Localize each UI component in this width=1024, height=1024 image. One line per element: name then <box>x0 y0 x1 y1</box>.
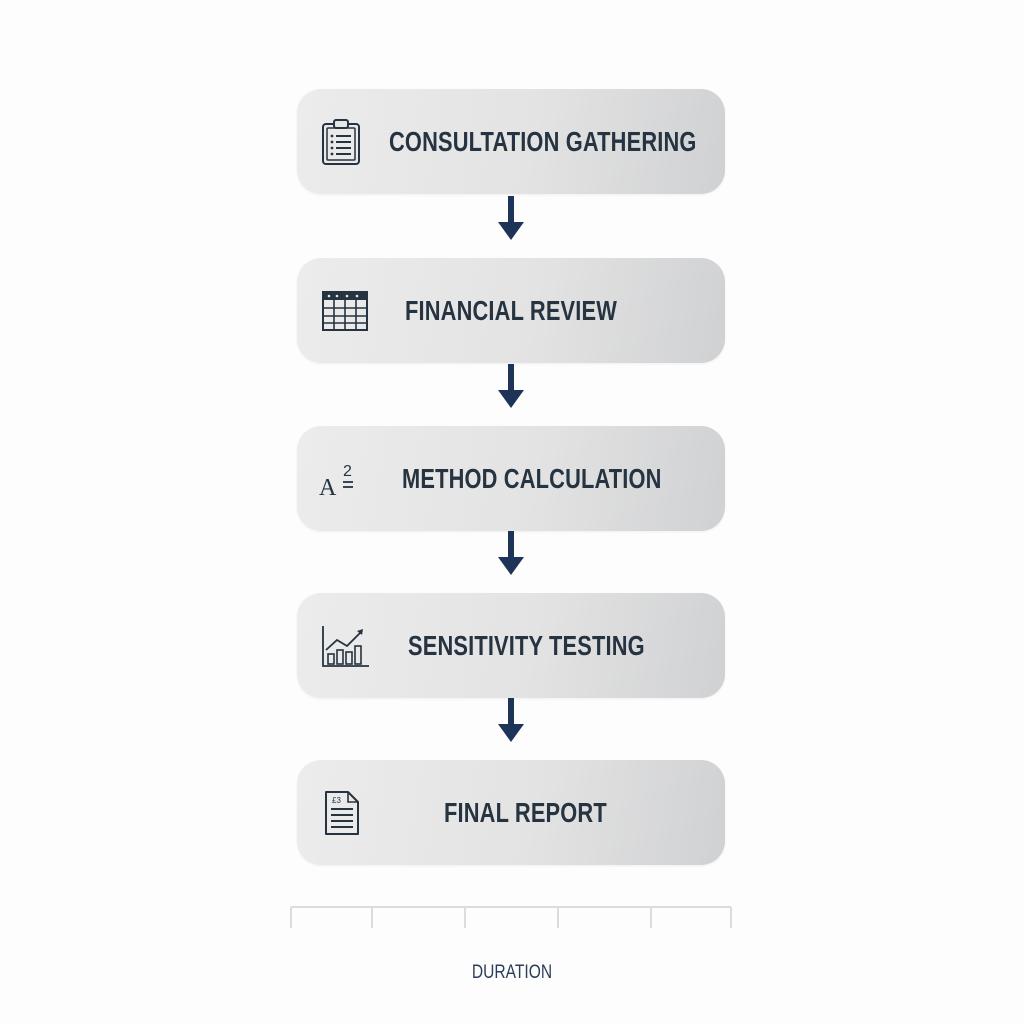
document-icon: £3 <box>325 790 359 835</box>
spreadsheet-icon <box>322 290 368 331</box>
duration-axis-label: DURATION <box>471 962 553 983</box>
step-label: SENSITIVITY TESTING <box>408 629 645 661</box>
duration-axis <box>290 906 732 928</box>
formula-icon: A 2 <box>319 463 353 499</box>
step-label: FINANCIAL REVIEW <box>405 294 618 326</box>
clipboard-icon <box>322 118 360 165</box>
step-consultation-gathering: CONSULTATION GATHERING <box>297 89 725 194</box>
growth-chart-icon <box>322 625 369 667</box>
step-financial-review: FINANCIAL REVIEW <box>297 258 725 363</box>
arrow-down-icon <box>498 364 524 408</box>
step-label: METHOD CALCULATION <box>402 462 662 494</box>
step-final-report: £3 FINAL REPORT <box>297 760 725 865</box>
arrow-down-icon <box>498 698 524 742</box>
step-method-calculation: A 2 METHOD CALCULATION <box>297 426 725 531</box>
svg-text:A: A <box>319 475 337 499</box>
arrow-down-icon <box>498 196 524 240</box>
step-label: FINAL REPORT <box>444 796 607 828</box>
arrow-down-icon <box>498 531 524 575</box>
svg-text:2: 2 <box>343 463 352 480</box>
step-label: CONSULTATION GATHERING <box>389 125 697 157</box>
step-sensitivity-testing: SENSITIVITY TESTING <box>297 593 725 698</box>
svg-text:£3: £3 <box>332 796 341 805</box>
